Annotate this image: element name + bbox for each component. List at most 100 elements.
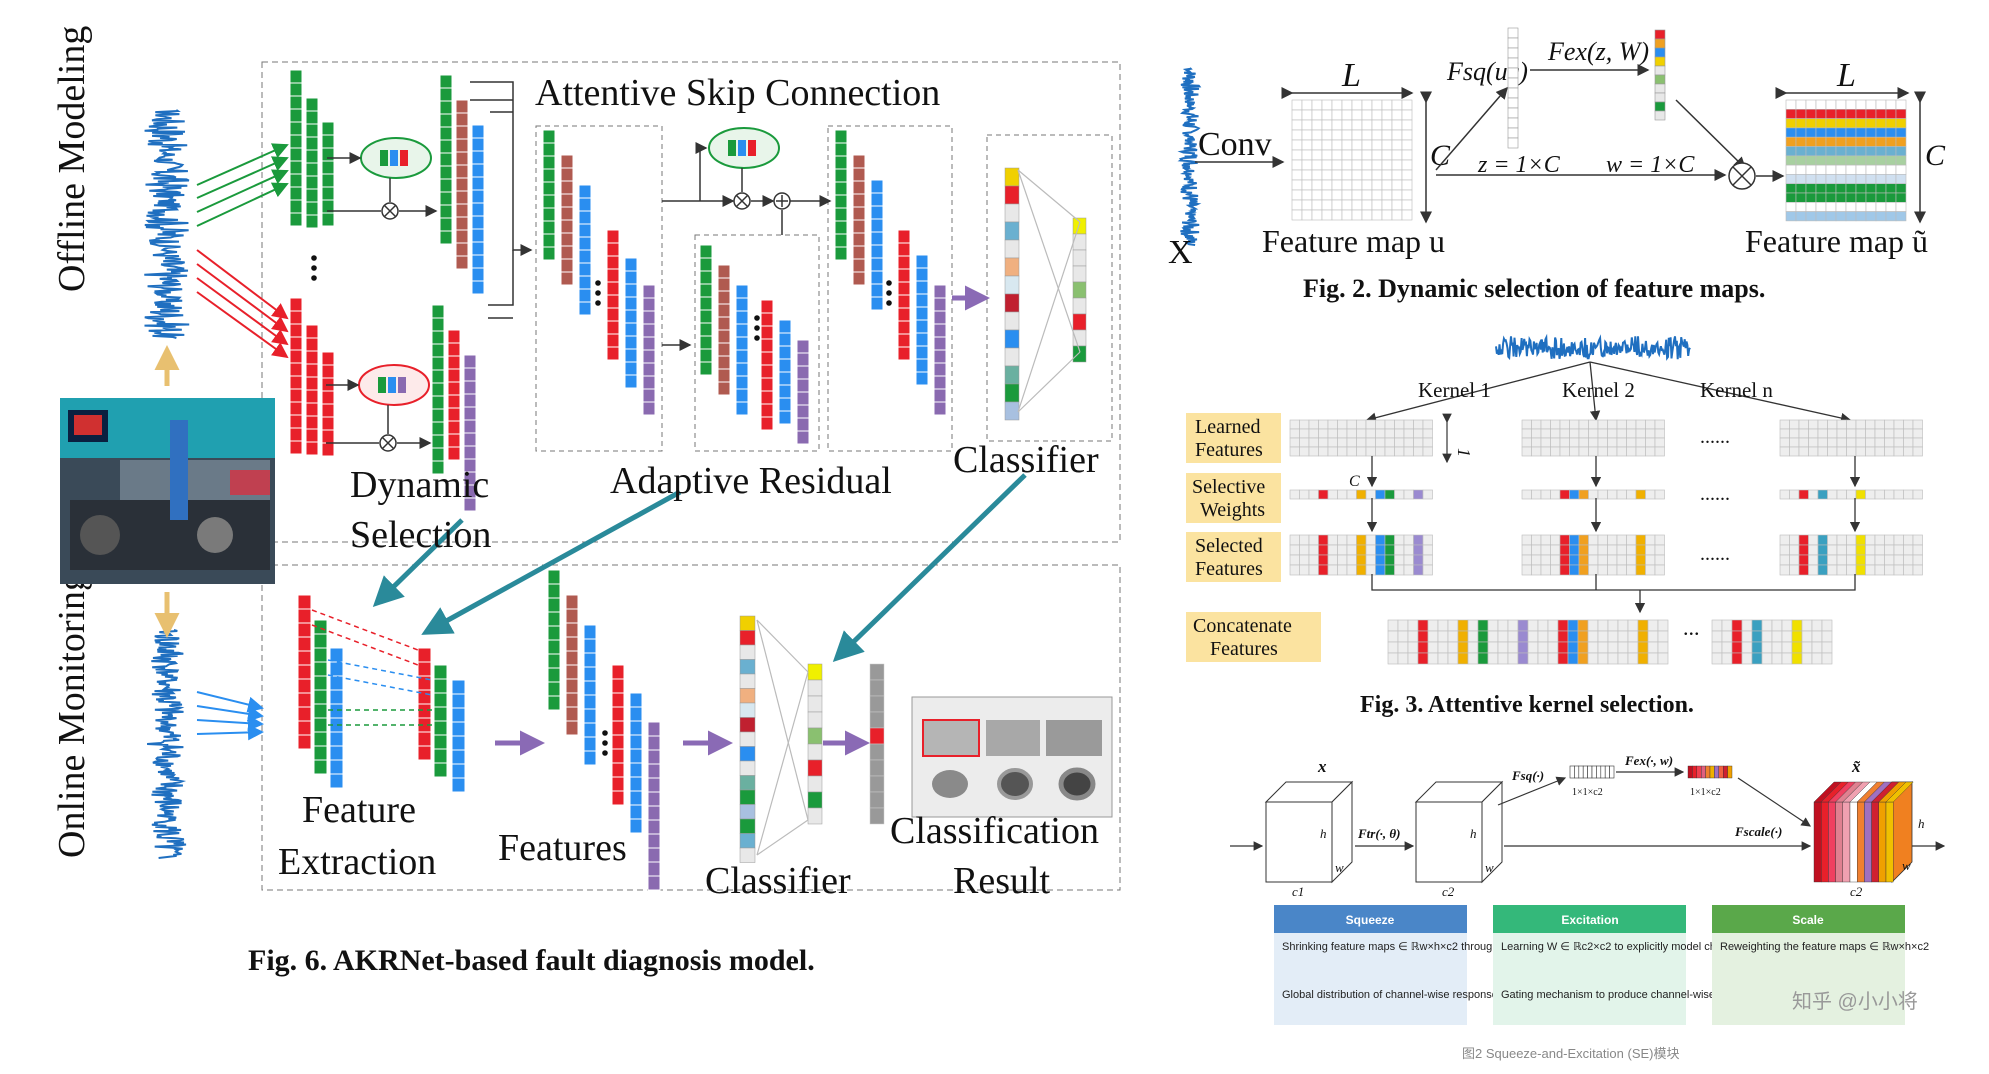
feature-map-u: Feature map u [1262, 223, 1445, 259]
kernel-cell [1597, 619, 1609, 632]
grid-cell [1895, 136, 1907, 147]
kernel-cell [1647, 630, 1659, 643]
grid-cell [1301, 109, 1313, 121]
kernel-cell [1422, 419, 1433, 430]
grid-cell [1875, 183, 1887, 194]
grid-cell [1855, 183, 1867, 194]
grid-cell [1825, 183, 1837, 194]
grid-cell [1361, 159, 1373, 171]
out-slice [1820, 801, 1829, 883]
kernel-cell [1356, 428, 1367, 439]
kernel-cell [1801, 652, 1813, 665]
classifier-bottom-cell [739, 717, 756, 733]
kernel-cell [1635, 534, 1646, 546]
kernel-cell [1375, 437, 1386, 448]
grid-cell [1341, 99, 1353, 111]
grid-cell [1361, 99, 1373, 111]
grid-cell [1835, 109, 1847, 119]
grid-cell [1845, 118, 1857, 129]
kernel-cell [1884, 446, 1895, 457]
classifier-bottom-output-cell [807, 695, 823, 713]
z-cell [1507, 127, 1519, 139]
kernel-cell [1865, 419, 1876, 430]
grid-cell [1895, 183, 1907, 194]
kernel-cell [1437, 630, 1449, 643]
kernel-cell [1413, 489, 1424, 500]
grid-cell [1865, 118, 1877, 129]
kernel-cell [1874, 489, 1885, 500]
kernel-cell [1808, 437, 1819, 448]
se-caption: 图2 Squeeze-and-Excitation (SE)模块 [1462, 1046, 1679, 1061]
squeeze-cell [1591, 765, 1597, 779]
grid-cell [1895, 146, 1907, 157]
grid-cell [1321, 209, 1333, 221]
svg-text:Reweighting the feature maps ∈: Reweighting the feature maps ∈ ℝw×h×c2 [1720, 941, 1929, 953]
grid-cell [1795, 109, 1807, 119]
selection-label: Selection [350, 514, 491, 556]
kernel-cell [1903, 437, 1914, 448]
grid-cell [1371, 149, 1383, 161]
kernel-cell [1569, 534, 1580, 546]
kernel-cell [1407, 630, 1419, 643]
kernel-cell [1597, 428, 1608, 439]
w-cell [1654, 101, 1666, 112]
connection-lines [326, 81, 832, 449]
kernel-cell [1569, 554, 1580, 566]
svg-text:Features: Features [1195, 558, 1263, 580]
kernel-cell [1559, 419, 1570, 430]
kernel-cell [1397, 630, 1409, 643]
kernel-cell [1865, 446, 1876, 457]
kernel-cell [1781, 641, 1793, 654]
kernel-cell [1550, 554, 1561, 566]
grid-cell [1835, 202, 1847, 212]
kernel-cell [1384, 419, 1395, 430]
kernel-cell [1836, 437, 1847, 448]
grid-cell [1835, 136, 1847, 147]
grid-cell [1785, 174, 1797, 184]
kernel-cell [1346, 564, 1357, 576]
fig6-diagram: Offline Modeling Online Monitoring [51, 26, 1121, 977]
kernel-cell [1531, 437, 1542, 448]
kernel-cell [1846, 544, 1857, 556]
kernel-cell [1789, 428, 1800, 439]
kernel-cell [1308, 554, 1319, 566]
out-slice [1871, 801, 1879, 883]
kernel-cell [1741, 619, 1753, 632]
grid-cell [1381, 169, 1393, 181]
kernel-cell [1855, 428, 1866, 439]
kernel-cell [1578, 428, 1589, 439]
kernel-cell [1559, 489, 1570, 500]
kernel-cell [1289, 489, 1300, 500]
kernel-cell [1817, 564, 1828, 576]
classifier-top-output-cell [1072, 265, 1087, 283]
kernel-cell [1781, 652, 1793, 665]
feature-column [289, 69, 303, 227]
classifier-top-output-cell [1072, 281, 1087, 299]
grid-cell [1885, 155, 1897, 166]
kernel-cell [1384, 534, 1395, 546]
grid-cell [1885, 146, 1897, 157]
kernel-cell [1657, 630, 1669, 643]
kernel-cell [1874, 534, 1885, 546]
grid-cell [1291, 189, 1303, 201]
fig3-caption: Fig. 3. Attentive kernel selection. [1360, 692, 1694, 718]
kernel-cell [1289, 544, 1300, 556]
multiply-node [1728, 162, 1756, 190]
out-slice [1878, 801, 1887, 883]
svg-text:Selected: Selected [1195, 535, 1263, 557]
feature-column [933, 284, 947, 416]
grid-cell [1301, 179, 1313, 191]
kernel-cell [1540, 534, 1551, 546]
feature-column [915, 254, 929, 386]
classifier-top-cell [1004, 167, 1020, 187]
kernel-cell [1356, 489, 1367, 500]
kernel-cell [1567, 641, 1579, 654]
kernel-cell [1798, 419, 1809, 430]
grid-cell [1815, 202, 1827, 212]
kernel-cell [1547, 641, 1559, 654]
kernel-cell [1327, 419, 1338, 430]
classifier-bottom-cell [739, 659, 756, 675]
kernel-cell [1597, 446, 1608, 457]
kernel-cell [1527, 641, 1539, 654]
